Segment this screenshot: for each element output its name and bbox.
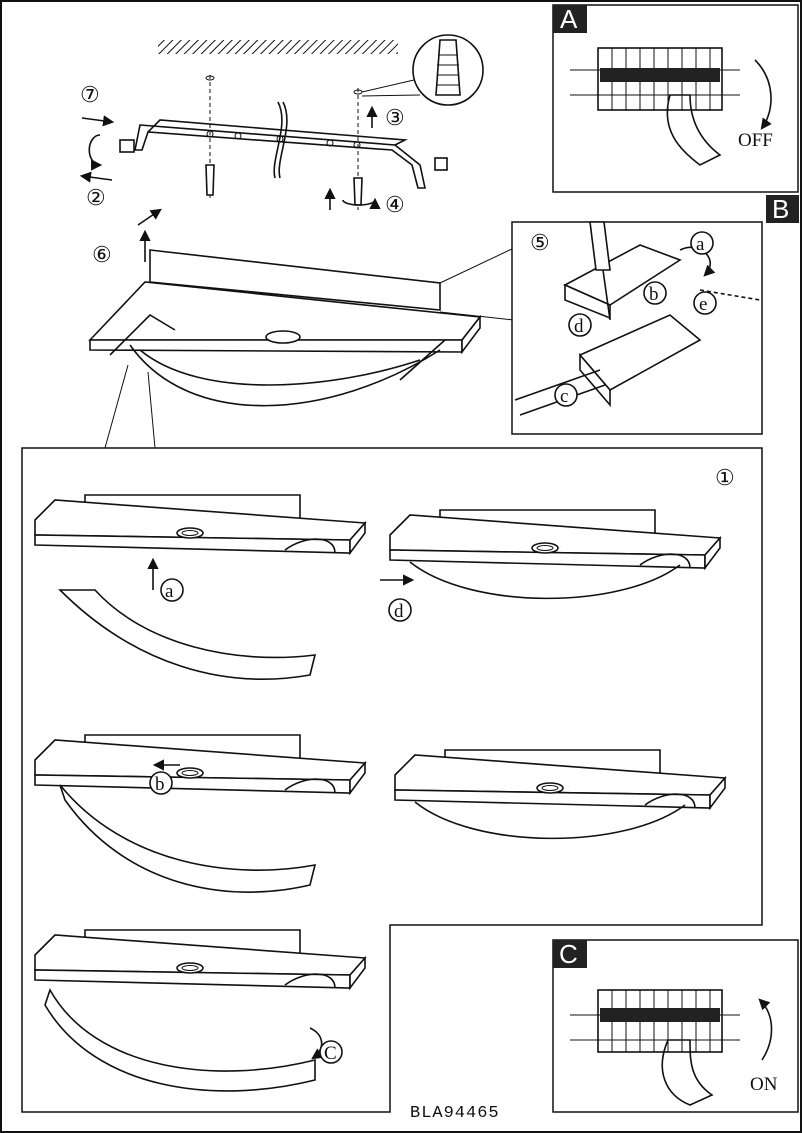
panel-b-tag [766, 195, 799, 223]
lamp-step-e [394, 749, 726, 840]
substep-d-label: d [394, 601, 404, 622]
ceiling-mount-group: ⑦ ② ③ ④ ⑥ [79, 34, 484, 267]
step-1-panel [21, 447, 763, 1113]
substep-b-label: b [155, 774, 165, 795]
b-label-c: c [560, 386, 568, 407]
b-label-b: b [649, 284, 659, 305]
model-code: BLA94465 [410, 1104, 500, 1123]
panel-b-wiring: B ⑤ a b e d c [511, 194, 799, 435]
screwdriver-icon [589, 221, 611, 271]
lamp-step-b: b [34, 734, 366, 893]
b-label-a: a [696, 234, 705, 255]
breaker-row-on [570, 989, 740, 1053]
panel-b-tag-text: B [772, 194, 789, 224]
lamp-step-c: C [34, 929, 366, 1092]
hand-icon [661, 1039, 714, 1106]
panel-a-tag-text: A [560, 4, 578, 34]
wall-plug-detail [412, 34, 484, 106]
switch-up-arrow [758, 998, 773, 1061]
lamp-assembled-top [88, 249, 482, 407]
ceiling-hatch [158, 40, 398, 54]
step-5-label: ⑤ [530, 230, 550, 255]
substep-a-label: a [165, 581, 174, 602]
step-1-label: ① [715, 465, 735, 490]
step-6-label: ⑥ [92, 242, 112, 267]
panel-a-switch-off: A OFF [552, 4, 799, 193]
step-3-label: ③ [385, 105, 405, 130]
hand-icon [666, 94, 722, 166]
lamp-step-d: d [380, 509, 721, 622]
lamp-step-a: a [34, 494, 366, 680]
panel-c-tag-text: C [559, 939, 578, 969]
switch-down-arrow [754, 59, 772, 130]
switch-off-label: OFF [738, 130, 773, 151]
substep-c-label: C [324, 1043, 337, 1064]
step-2-label: ② [86, 185, 106, 210]
panel-a-tag [553, 5, 587, 33]
step-7-label: ⑦ [80, 82, 100, 107]
panel-c-tag [553, 940, 587, 968]
step-4-label: ④ [385, 192, 405, 217]
b-label-d: d [574, 316, 584, 337]
switch-on-label: ON [750, 1074, 778, 1095]
breaker-row-off [570, 47, 740, 111]
b-label-e: e [699, 294, 707, 315]
panel-c-switch-on: C ON [552, 939, 799, 1113]
